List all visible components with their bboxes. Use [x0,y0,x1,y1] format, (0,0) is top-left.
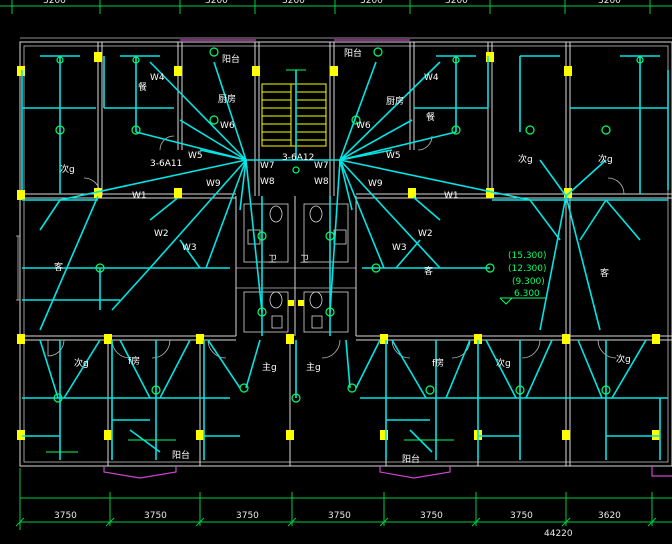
room-label: 次g [598,153,613,165]
bottom-dim-label: 3750 [420,511,443,521]
room-label: 次g [60,163,75,175]
total-dim-label: 44220 [544,529,573,539]
room-label: 阳台 [172,449,190,461]
top-dimension-strip: 3200 3200 3200 3200 3200 3200 [0,0,672,14]
top-dim-label: 3200 [360,0,383,6]
room-label: 客 [424,265,433,277]
wire-label: W4 [150,73,165,83]
wire-label: W3 [182,243,197,253]
room-label: 主g [262,361,277,373]
room-label: 客 [600,267,609,279]
bottom-dim-label: 3750 [236,511,259,521]
stairwell [261,83,327,147]
room-label: 厨房 [218,93,236,105]
room-label: 餐 [138,81,147,93]
light-fixtures [46,47,644,453]
top-dim-label: 3200 [282,0,305,6]
room-label: 次g [74,357,89,369]
room-label: 卫 [300,255,309,265]
wire-label: W3 [392,243,407,253]
room-label: 次g [518,153,533,165]
wire-label: W8 [260,177,275,187]
wire-labels: W1 W1 W2 W2 W3 W3 W4 W4 W5 W5 W6 W6 W7 W… [132,73,459,253]
wire-label: W4 [424,73,439,83]
wire-label: W6 [220,121,235,131]
wire-label: W8 [314,177,329,187]
sanitary-fixtures [243,203,349,333]
wire-label: W1 [132,191,147,201]
elevation-level: (12.300) [508,264,547,274]
room-label: 阳台 [222,53,240,65]
bottom-dim-label: 3620 [598,511,621,521]
elevation-stack: (15.300) (12.300) (9.300) 6.300 [499,251,547,305]
room-labels: 厨房 厨房 阳台 阳台 餐 餐 次g 次g 次g 客 客 客 卫 卫 次g f房… [54,47,631,465]
elevation-level: 6.300 [514,289,540,299]
wire-label: W9 [368,179,383,189]
wire-label: W1 [444,191,459,201]
room-label: f房 [432,357,444,369]
panel-label-left: 3-6A11 [150,159,182,169]
room-label: 厨房 [386,95,404,107]
room-label: 客 [54,261,63,273]
wire-label: W2 [154,229,169,239]
room-label: 阳台 [402,453,420,465]
top-dim-label: 3200 [43,0,66,6]
top-dim-label: 3200 [205,0,228,6]
elevation-level: (15.300) [508,251,547,261]
room-label: 次g [616,353,631,365]
bottom-dimension-strip: 3750 3750 3750 3750 3750 3750 3620 44220 [15,468,672,539]
wire-label: W5 [188,151,203,161]
bottom-dim-label: 3750 [144,511,167,521]
door-swings [47,135,625,359]
room-label: f房 [128,355,140,367]
elevation-level: (9.300) [512,277,545,287]
bottom-dim-label: 3750 [54,511,77,521]
top-dim-label: 3200 [598,0,621,6]
panel-label-right: 3-6A12 [282,153,314,163]
building-walls [16,37,672,467]
bottom-dim-label: 3750 [510,511,533,521]
electrical-wiring [21,55,669,460]
room-label: 餐 [426,111,435,123]
structural-columns [17,52,660,440]
wire-label: W7 [314,161,329,171]
room-label: 阳台 [344,47,362,59]
balcony-windows [103,39,672,479]
wire-label: W9 [206,179,221,189]
wire-label: W7 [260,161,275,171]
wire-label: W6 [356,121,371,131]
room-label: 次g [496,357,511,369]
bottom-dim-label: 3750 [328,511,351,521]
wire-label: W5 [386,151,401,161]
wire-label: W2 [418,229,433,239]
room-label: 卫 [268,255,277,265]
top-dim-label: 3200 [445,0,468,6]
room-label: 主g [306,361,321,373]
switch-boxes [176,188,414,306]
panel-labels: 3-6A11 3-6A12 [150,153,314,169]
